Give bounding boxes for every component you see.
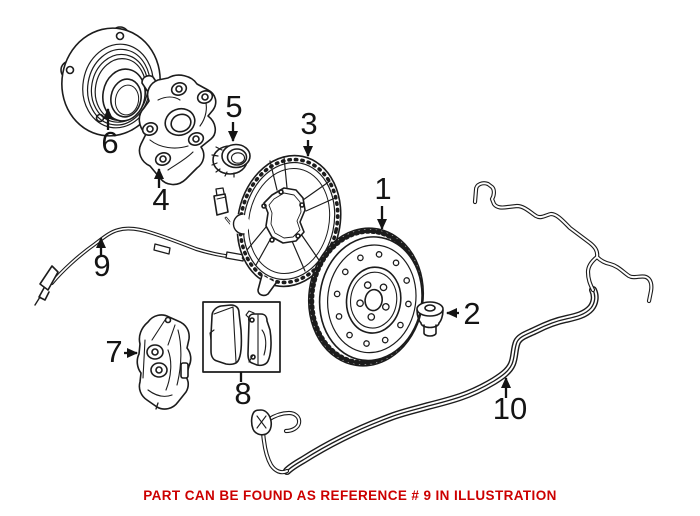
callout-layer: 1 2 3 4 5 6 7 8 9 10 [93,89,527,426]
part-illustration-brake-caliper [136,314,192,410]
part-label-collar-nut: 5 [225,89,242,124]
part-label-brake-pad-set: 8 [234,376,251,411]
part-label-sealing-plug: 2 [463,296,480,331]
part-illustration-brake-pad-set [202,301,281,373]
part-illustration-collar-nut [211,143,251,178]
part-label-wheel-carrier: 4 [152,182,169,217]
part-label-wheel-hub: 6 [101,125,118,160]
part-label-brake-caliper: 7 [105,334,122,369]
part-illustration-abs-sensor-wire [34,187,251,306]
reference-note: PART CAN BE FOUND AS REFERENCE # 9 IN IL… [143,488,557,503]
part-illustration-wheel-carrier [138,74,217,186]
part-label-abs-sensor-wire: 9 [93,248,110,283]
part-illustration-brake-rotor [307,227,425,367]
part-label-brake-rotor: 1 [374,171,391,206]
part-label-splash-shield: 3 [300,106,317,141]
part-illustration-splash-shield [230,154,342,297]
part-label-brake-pipe: 10 [493,391,527,426]
part-illustration-brake-pipe [250,181,654,475]
part-illustration-sealing-plug [416,301,444,337]
